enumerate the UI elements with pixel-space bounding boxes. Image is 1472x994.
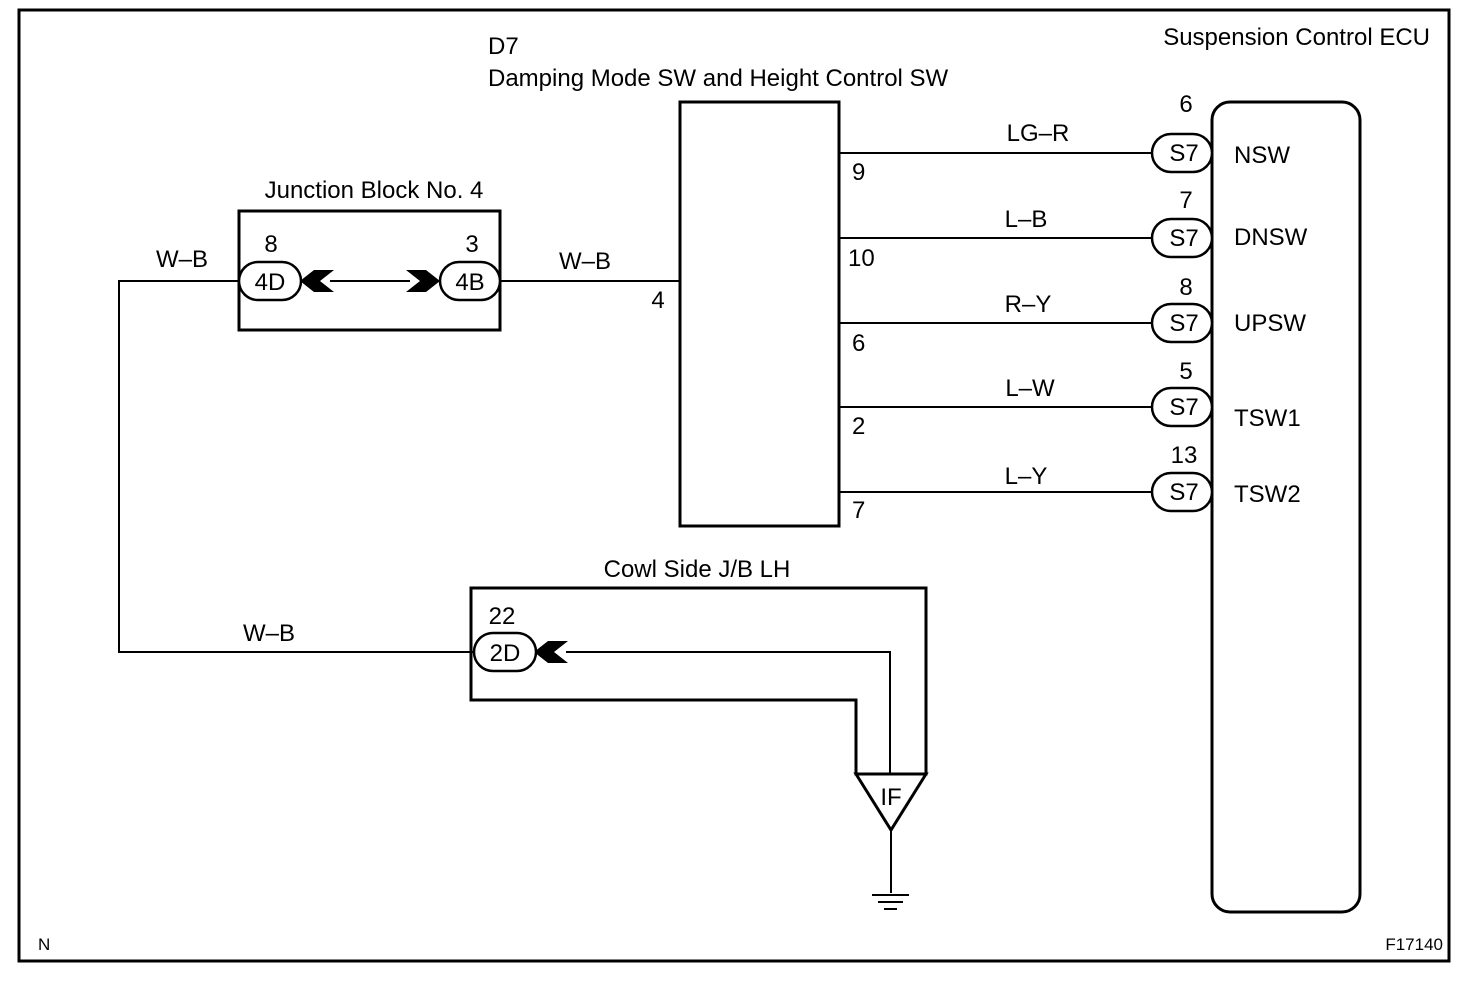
switch-code: D7 (488, 33, 519, 60)
junction-right-connector-label: 4B (455, 269, 484, 296)
ecu-pin-number-3: 8 (1179, 274, 1192, 301)
ecu-pin-number-1: 6 (1179, 91, 1192, 118)
ecu-pin-number-5: 13 (1171, 442, 1198, 469)
wire-color-3: R–Y (1005, 291, 1052, 318)
switch-pin-2: 10 (848, 245, 875, 272)
switch-box (678, 100, 841, 528)
ecu-pin-number-4: 5 (1179, 358, 1192, 385)
cowl-chevron (534, 641, 568, 663)
ground-triangle (853, 772, 929, 833)
ecu-connector-5 (1150, 471, 1214, 513)
ecu-box (1210, 100, 1362, 914)
wire-color-2: L–B (1005, 206, 1048, 233)
ecu-terminal-2: DNSW (1234, 224, 1308, 251)
switch-pin-3: 6 (852, 330, 865, 357)
ecu-connector-label-5: S7 (1169, 479, 1198, 506)
ecu-connector-label-3: S7 (1169, 310, 1198, 337)
figure-id: F17140 (1385, 935, 1443, 954)
cowl-connector (472, 631, 538, 673)
ecu-connector-4 (1150, 386, 1214, 428)
cowl-pin-number: 22 (489, 603, 516, 630)
ecu-terminal-3: UPSW (1234, 310, 1306, 337)
cowl-title: Cowl Side J/B LH (604, 556, 791, 583)
switch-pin-4: 2 (852, 413, 865, 440)
corner-letter: N (38, 935, 50, 954)
cowl-connector-label: 2D (490, 640, 521, 667)
junction-left-pin-number: 8 (264, 231, 277, 258)
switch-left-pin: 4 (651, 287, 664, 314)
wire-color-4: L–W (1005, 375, 1055, 402)
switch-pin-1: 9 (852, 159, 865, 186)
ecu-terminal-4: TSW1 (1234, 405, 1301, 432)
ecu-connector-label-1: S7 (1169, 140, 1198, 167)
ecu-terminal-5: TSW2 (1234, 481, 1301, 508)
wb-label-left-bottom: W–B (243, 620, 295, 647)
junction-block-box (237, 209, 502, 332)
junction-left-chevron (300, 270, 334, 292)
junction-right-pin-number: 3 (465, 231, 478, 258)
diagram-frame (17, 8, 1451, 963)
junction-left-connector-label: 4D (255, 269, 286, 296)
ecu-connector-label-4: S7 (1169, 394, 1198, 421)
ground-code-label: IF (880, 784, 901, 811)
ecu-connector-2 (1150, 217, 1214, 259)
ecu-connector-1 (1150, 132, 1214, 174)
wire-color-1: LG–R (1007, 120, 1070, 147)
ecu-connector-label-2: S7 (1169, 225, 1198, 252)
cowl-box (469, 586, 928, 776)
junction-block-title: Junction Block No. 4 (265, 177, 484, 204)
ecu-terminal-1: NSW (1234, 142, 1290, 169)
switch-pin-5: 7 (852, 497, 865, 524)
wire-color-5: L–Y (1005, 463, 1048, 490)
wire-left-loop (118, 280, 474, 653)
ecu-title: Suspension Control ECU (1163, 24, 1430, 51)
switch-title: Damping Mode SW and Height Control SW (488, 65, 949, 92)
cowl-internal-wire (566, 651, 891, 830)
ecu-pin-number-2: 7 (1179, 187, 1192, 214)
wb-label-left-top: W–B (156, 246, 208, 273)
ecu-connector-3 (1150, 302, 1214, 344)
junction-right-chevron (406, 270, 440, 292)
wb-label-jb-to-switch: W–B (559, 248, 611, 275)
